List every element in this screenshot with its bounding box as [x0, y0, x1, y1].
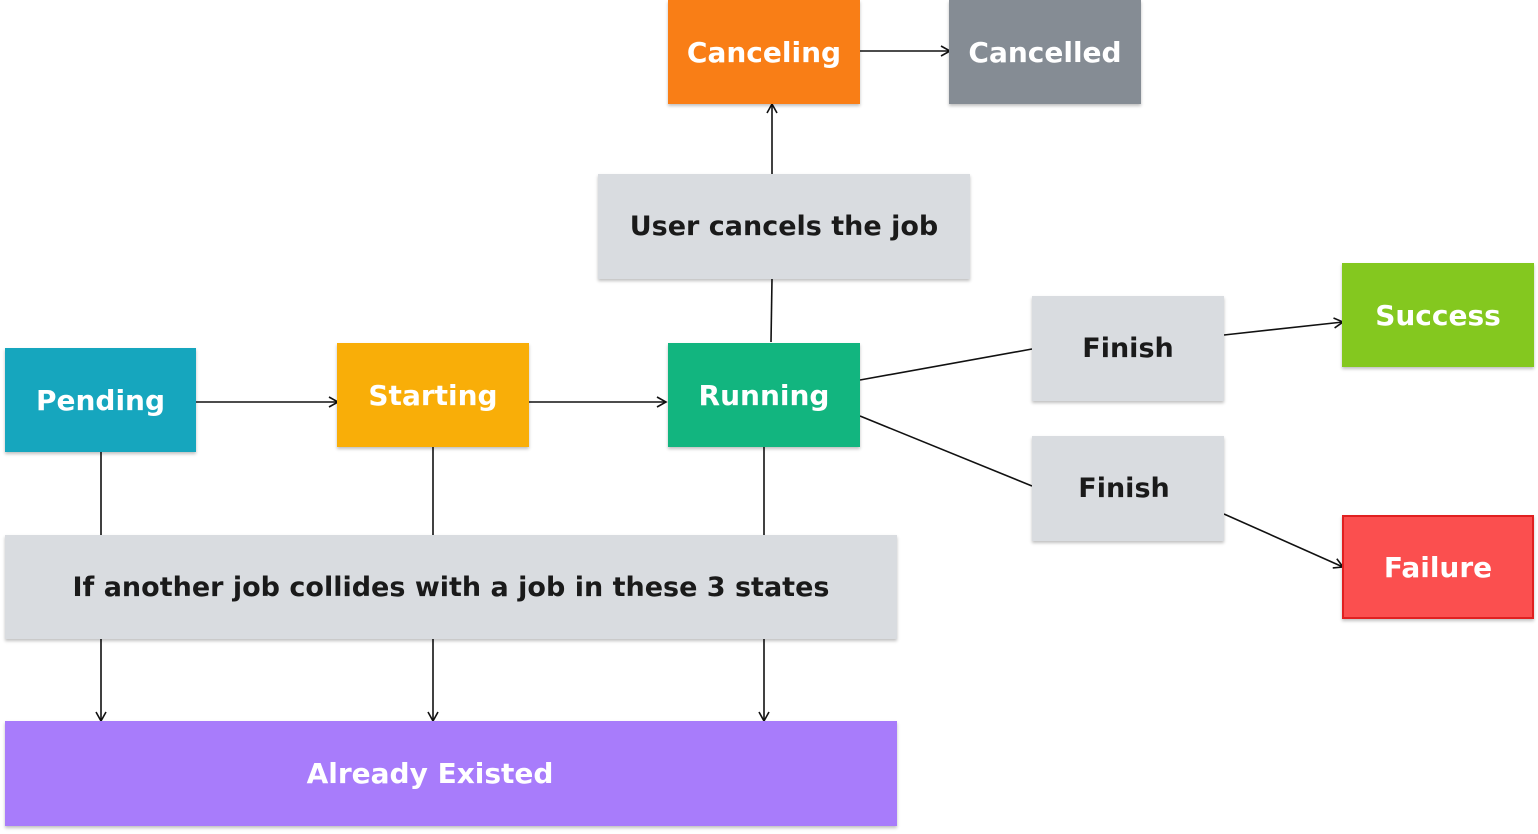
state-running-label: Running	[698, 378, 830, 412]
state-canceling: Canceling	[668, 0, 860, 104]
state-canceling-label: Canceling	[686, 35, 842, 69]
state-cancelled-label: Cancelled	[968, 35, 1122, 69]
state-failure: Failure	[1342, 515, 1534, 619]
arrow-finish-to-failure	[1223, 513, 1345, 569]
arrow-finish-to-success	[1223, 317, 1345, 336]
state-cancelled: Cancelled	[949, 0, 1141, 104]
condition-user-cancels-text: User cancels the job	[629, 211, 939, 242]
state-starting: Starting	[337, 343, 529, 447]
state-pending-label: Pending	[35, 383, 166, 417]
state-starting-label: Starting	[368, 378, 498, 412]
state-success-label: Success	[1375, 298, 1501, 332]
state-success: Success	[1342, 263, 1534, 367]
condition-user-cancels: User cancels the job	[598, 174, 970, 279]
condition-finish-failure-text: Finish	[1078, 473, 1170, 504]
condition-collision: If another job collides with a job in th…	[5, 535, 897, 639]
condition-finish-failure: Finish	[1032, 436, 1224, 541]
state-already-existed: Already Existed	[5, 721, 897, 826]
condition-finish-success: Finish	[1032, 296, 1224, 401]
condition-finish-success-text: Finish	[1082, 333, 1174, 364]
state-running: Running	[668, 343, 860, 447]
state-already-existed-label: Already Existed	[306, 757, 554, 790]
line-running-to-finish-top	[859, 348, 1033, 381]
state-pending: Pending	[5, 348, 196, 452]
line-running-to-finish-bottom	[859, 415, 1033, 487]
condition-collision-text: If another job collides with a job in th…	[72, 571, 830, 603]
line-running-to-user-cancels	[770, 278, 773, 343]
state-failure-label: Failure	[1383, 550, 1493, 584]
